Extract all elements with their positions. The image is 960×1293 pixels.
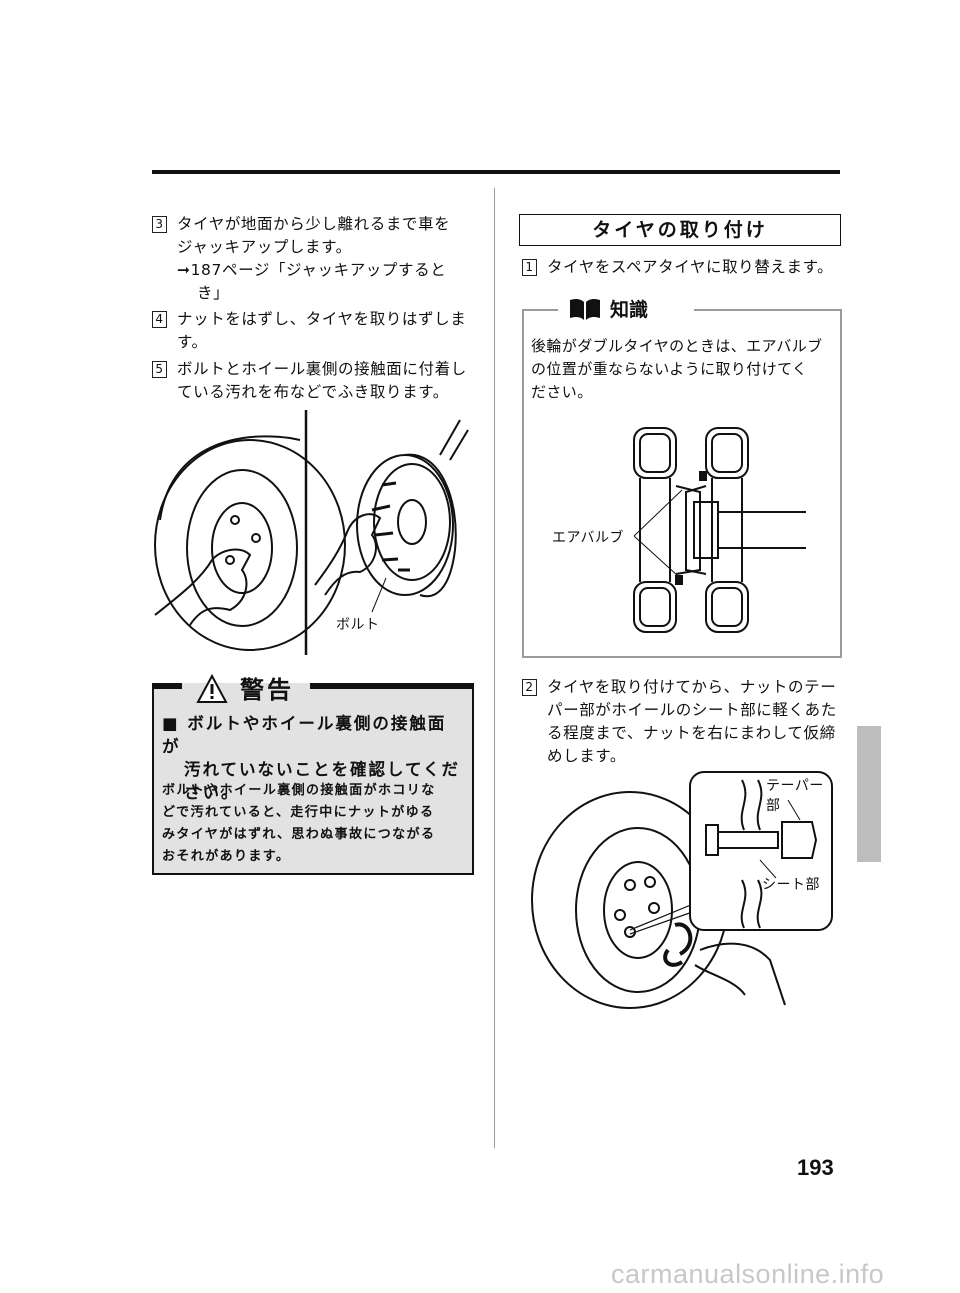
step-5: 5 ボルトとホイール裏側の接触面に付着し ている汚れを布などでふき取ります。 [152,358,482,404]
top-rule [152,170,840,174]
warning-headline: ■ ボルトやホイール裏側の接触面が 汚れていないことを確認してくだ さい。 [162,712,462,804]
step-text: ている汚れを布などでふき取ります。 [177,383,449,401]
seat-label: シート部 [762,877,820,893]
warning-box [152,683,474,875]
warning-body-line: みタイヤがはずれ、思わぬ事故につながる [162,827,436,842]
warning-body-line: ボルトやホイール裏側の接触面がホコリな [162,783,436,798]
section-side-tab [857,726,881,862]
step-2: 2 タイヤを取り付けてから、ナットのテー パー部がホイールのシート部に軽くあた … [522,676,842,768]
step-text: る程度まで、ナットを右にまわして仮締 [547,724,836,742]
knowledge-title-text: 知識 [610,299,649,321]
warning-title: 警告 [240,676,294,704]
warning-headline-line: さい。 [184,783,240,802]
step-text: めします。 [547,747,626,765]
step-number: 3 [152,216,167,233]
warning-headline-line: 汚れていないことを確認してくだ [184,760,461,779]
page-number: 193 [797,1155,834,1180]
step-text: パー部がホイールのシート部に軽くあた [547,701,837,719]
warning-bar [310,683,472,689]
step-3: 3 タイヤが地面から少し離れるまで車を ジャッキアップします。 ➞187ページ「… [152,213,482,305]
step-number: 4 [152,311,167,328]
taper-label: テーパー 部 [766,775,824,815]
step-text: ボルトとホイール裏側の接触面に付着し [177,360,467,378]
bolt-label: ボルト [336,614,380,634]
dual-tire-diagram [633,427,806,633]
step-text: ナットをはずし、タイヤを取りはずしま [177,310,467,328]
warning-triangle-icon [196,674,228,703]
step-number: 5 [152,361,167,378]
step-4: 4 ナットをはずし、タイヤを取りはずしま す。 [152,308,482,354]
step-text: タイヤを取り付けてから、ナットのテー [547,678,837,696]
step-1: 1 タイヤをスペアタイヤに取り替えます。 [522,256,842,279]
knowledge-text: 後輪がダブルタイヤのときは、エアバルブ の位置が重ならないように取り付けてく だ… [531,335,831,404]
step-text: タイヤをスペアタイヤに取り替えます。 [547,258,834,276]
knowledge-line: 後輪がダブルタイヤのときは、エアバルブ [531,337,823,355]
column-divider [494,188,495,1148]
step-text: す。 [177,333,208,351]
step-text: タイヤが地面から少し離れるまで車を [177,215,451,233]
knowledge-box [522,309,842,658]
page-reference: き」 [197,284,230,302]
watermark: carmanualsonline.info [611,1259,885,1289]
step-number: 2 [522,679,537,696]
book-icon [570,298,600,320]
air-valve-label: エアバルブ [552,527,624,547]
knowledge-line: ださい。 [531,383,593,401]
step-text: ジャッキアップします。 [177,238,352,256]
warning-bar [152,683,182,689]
taper-label-line: 部 [766,798,781,814]
warning-body-line: おそれがあります。 [162,849,291,864]
page-reference[interactable]: ➞187ページ「ジャッキアップすると [177,261,447,279]
warning-body: ボルトやホイール裏側の接触面がホコリな どで汚れていると、走行中にナットがゆる … [162,780,466,868]
section-heading: タイヤの取り付け [519,214,841,246]
wipe-bolts-illustration [154,410,469,655]
mount-tire-illustration [531,771,833,1009]
taper-label-line: テーパー [766,778,824,794]
knowledge-line: の位置が重ならないように取り付けてく [531,360,808,378]
warning-body-line: どで汚れていると、走行中にナットがゆる [162,805,435,820]
step-number: 1 [522,259,537,276]
knowledge-title: 知識 [558,294,694,326]
warning-headline-line: ■ ボルトやホイール裏側の接触面が [162,714,447,756]
